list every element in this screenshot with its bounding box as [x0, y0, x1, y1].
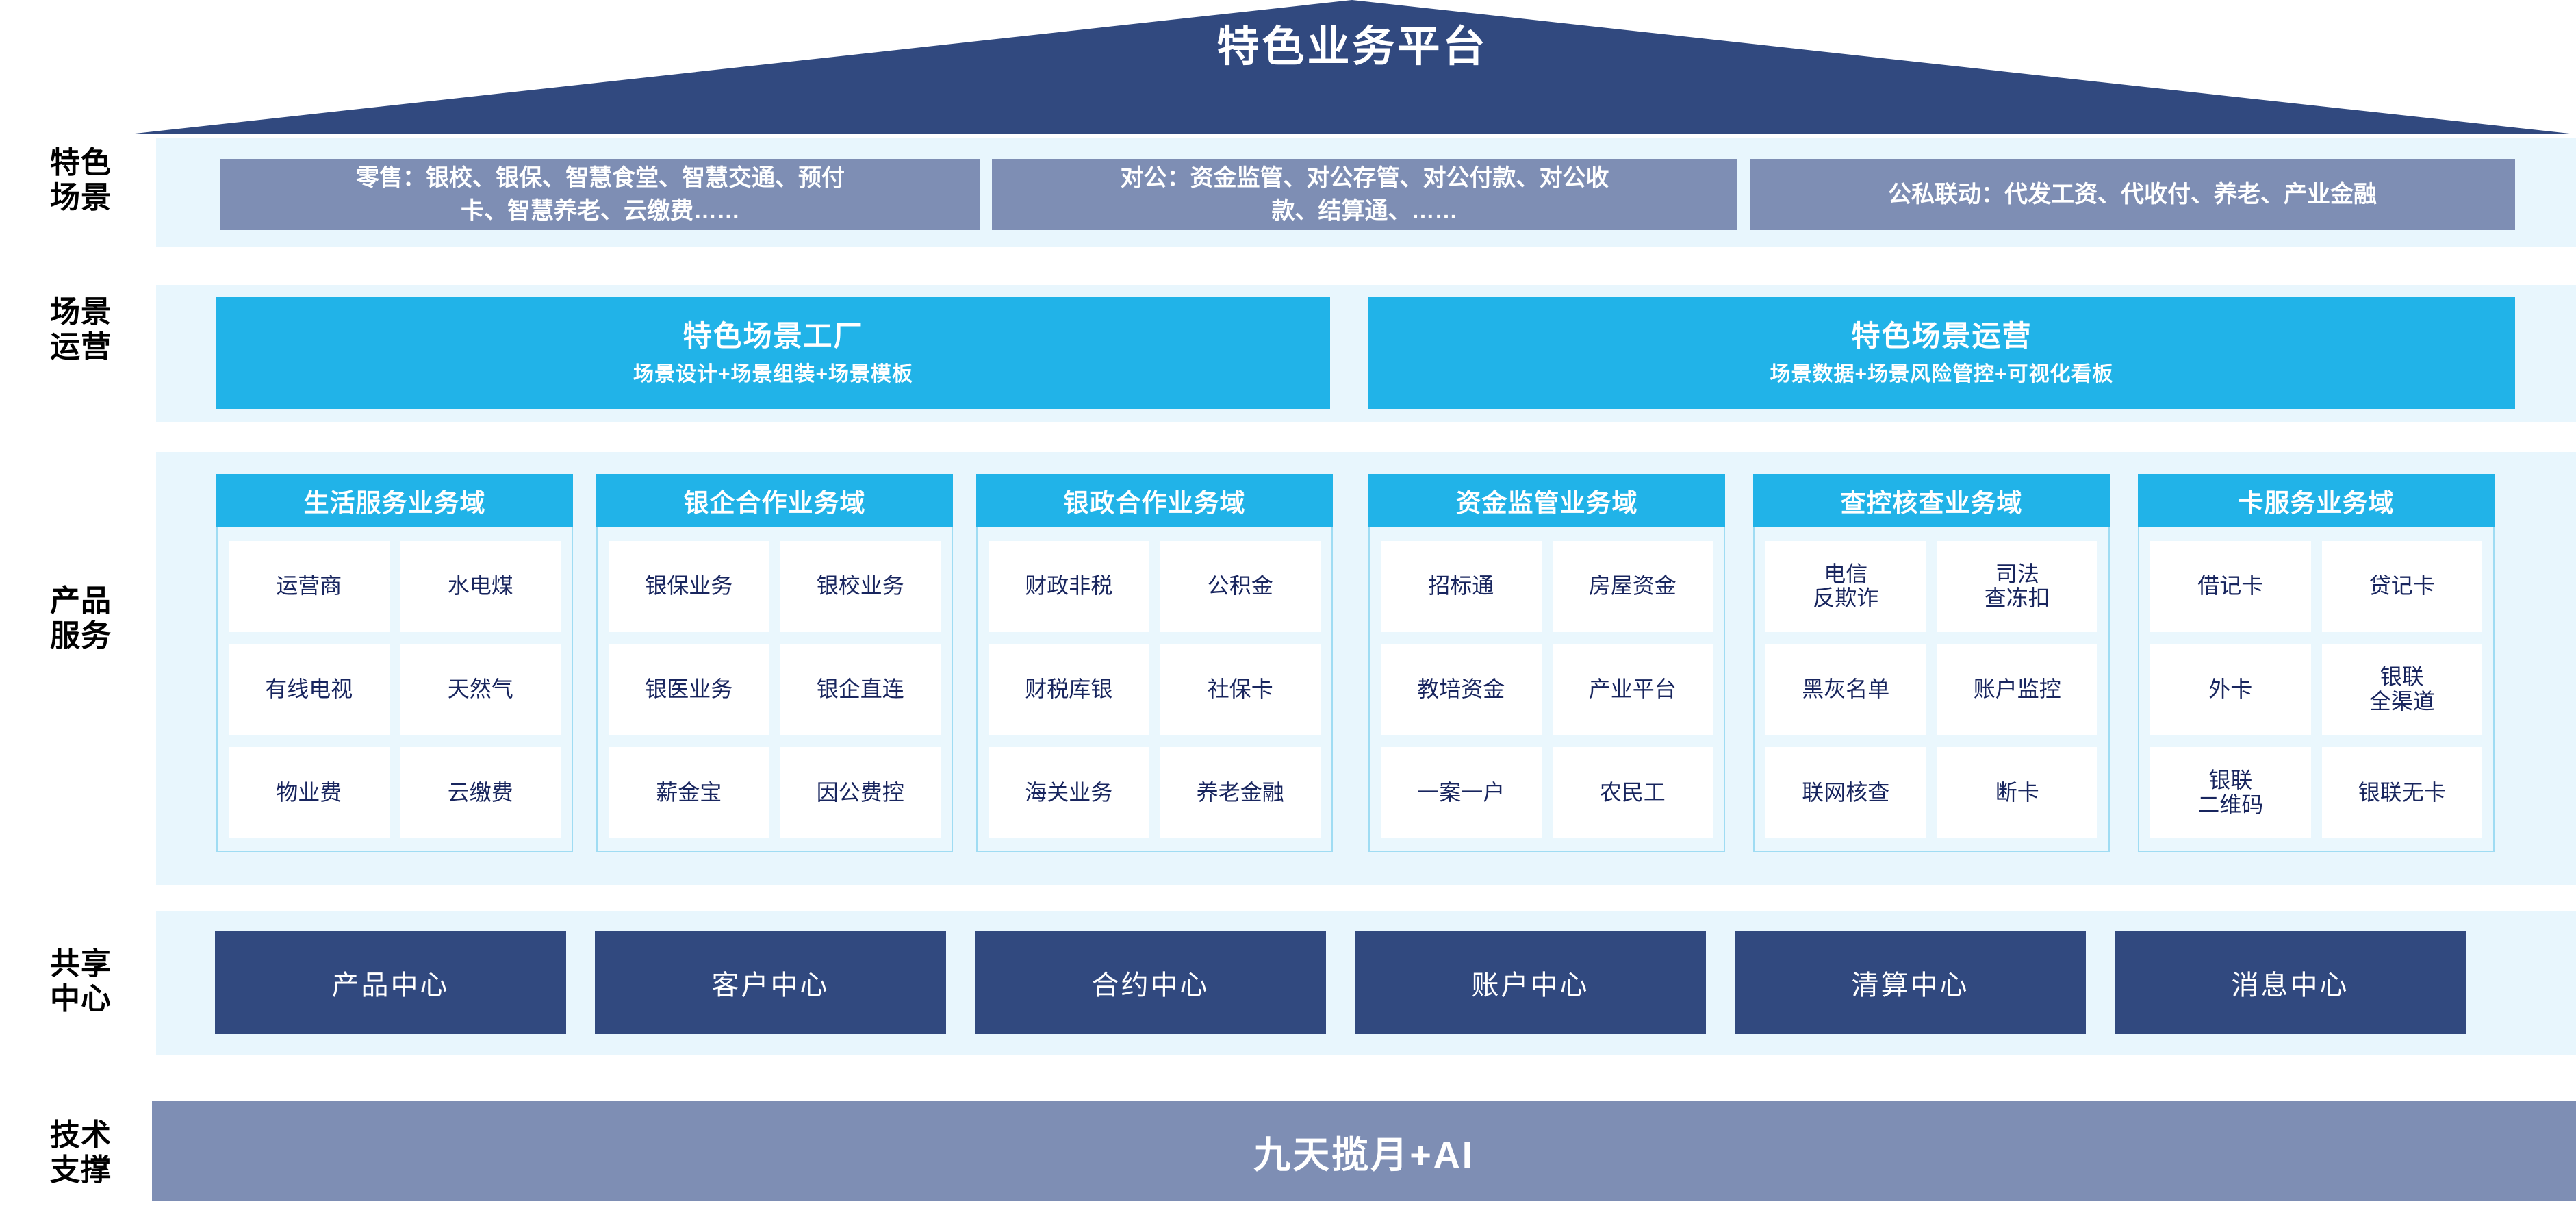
domain-card-bank-enterprise[interactable]: 银企合作业务域 银保业务 银校业务 银医业务 银企直连 薪金宝 因公费控	[596, 474, 953, 852]
domain-item[interactable]: 农民工	[1552, 747, 1713, 838]
scene-box-retail-text: 零售：银校、银保、智慧食堂、智慧交通、预付 卡、智慧养老、云缴费……	[356, 164, 845, 224]
domain-item[interactable]: 财税库银	[989, 644, 1149, 736]
shared-center-label: 产品中心	[331, 970, 450, 1001]
operation-box-scene-factory[interactable]: 特色场景工厂 场景设计+场景组装+场景模板	[216, 297, 1330, 409]
domain-item[interactable]: 薪金宝	[609, 747, 769, 838]
scene-box-linkage[interactable]: 公私联动：代发工资、代收付、养老、产业金融	[1750, 159, 2515, 230]
domain-items-bank-government: 财政非税 公积金 财税库银 社保卡 海关业务 养老金融	[978, 527, 1331, 851]
domain-item[interactable]: 联网核查	[1765, 747, 1926, 838]
domain-card-fund-supervision[interactable]: 资金监管业务域 招标通 房屋资金 教培资金 产业平台 一案一户 农民工	[1368, 474, 1725, 852]
tech-support-bar[interactable]: 九天揽月+AI	[152, 1101, 2576, 1201]
shared-center-label: 客户中心	[711, 970, 830, 1001]
domain-item[interactable]: 公积金	[1160, 541, 1321, 632]
tech-support-label: 九天揽月+AI	[1253, 1134, 1475, 1176]
domain-item[interactable]: 银校业务	[780, 541, 941, 632]
domain-item[interactable]: 天然气	[400, 644, 561, 736]
page-title: 特色业务平台	[1216, 23, 1488, 71]
domain-title-fund-supervision: 资金监管业务域	[1368, 474, 1725, 527]
domain-item[interactable]: 财政非税	[989, 541, 1149, 632]
row-label-scene: 特色场景	[50, 146, 112, 215]
domain-item[interactable]: 因公费控	[780, 747, 941, 838]
domain-card-card-service[interactable]: 卡服务业务域 借记卡 贷记卡 外卡 银联 全渠道 银联 二维码 银联无卡	[2138, 474, 2495, 852]
domain-items-fund-supervision: 招标通 房屋资金 教培资金 产业平台 一案一户 农民工	[1370, 527, 1724, 851]
operation-factory-subtitle: 场景设计+场景组装+场景模板	[633, 363, 914, 386]
scene-box-corporate[interactable]: 对公：资金监管、对公存管、对公付款、对公收 款、结算通、……	[992, 159, 1737, 230]
domain-item[interactable]: 物业费	[229, 747, 390, 838]
operation-operation-title: 特色场景运营	[1851, 319, 2032, 352]
shared-center-contract-center[interactable]: 合约中心	[975, 931, 1326, 1034]
shared-center-clearing-center[interactable]: 清算中心	[1735, 931, 2086, 1034]
domain-items-card-service: 借记卡 贷记卡 外卡 银联 全渠道 银联 二维码 银联无卡	[2139, 527, 2493, 851]
domain-item[interactable]: 银企直连	[780, 644, 941, 736]
domain-item[interactable]: 海关业务	[989, 747, 1149, 838]
shared-center-label: 账户中心	[1471, 970, 1590, 1001]
domain-item[interactable]: 银联 全渠道	[2321, 644, 2482, 736]
domain-item[interactable]: 运营商	[229, 541, 390, 632]
domain-item[interactable]: 断卡	[1937, 747, 2097, 838]
shared-center-message-center[interactable]: 消息中心	[2115, 931, 2466, 1034]
domain-item[interactable]: 外卡	[2150, 644, 2311, 736]
shared-center-label: 清算中心	[1851, 970, 1969, 1001]
shared-center-product-center[interactable]: 产品中心	[215, 931, 566, 1034]
row-label-operation: 场景运营	[50, 295, 112, 364]
domain-card-investigation[interactable]: 查控核查业务域 电信 反欺诈 司法 查冻扣 黑灰名单 账户监控 联网核查 断卡	[1753, 474, 2110, 852]
domain-title-bank-enterprise: 银企合作业务域	[596, 474, 953, 527]
shared-center-customer-center[interactable]: 客户中心	[595, 931, 946, 1034]
shared-center-label: 消息中心	[2231, 970, 2349, 1001]
domain-items-bank-enterprise: 银保业务 银校业务 银医业务 银企直连 薪金宝 因公费控	[598, 527, 952, 851]
domain-item[interactable]: 银保业务	[609, 541, 769, 632]
scene-box-corporate-text: 对公：资金监管、对公存管、对公付款、对公收 款、结算通、……	[1120, 164, 1609, 224]
domain-item[interactable]: 有线电视	[229, 644, 390, 736]
domain-item[interactable]: 水电煤	[400, 541, 561, 632]
domain-items-investigation: 电信 反欺诈 司法 查冻扣 黑灰名单 账户监控 联网核查 断卡	[1755, 527, 2108, 851]
row-label-tech: 技术支撑	[50, 1118, 112, 1187]
shared-center-label: 合约中心	[1091, 970, 1210, 1001]
domain-item[interactable]: 账户监控	[1937, 644, 2097, 736]
domain-item[interactable]: 社保卡	[1160, 644, 1321, 736]
domain-item[interactable]: 司法 查冻扣	[1937, 541, 2097, 632]
domain-item[interactable]: 银医业务	[609, 644, 769, 736]
domain-item[interactable]: 银联 二维码	[2150, 747, 2311, 838]
operation-operation-subtitle: 场景数据+场景风险管控+可视化看板	[1770, 363, 2114, 386]
scene-box-linkage-text: 公私联动：代发工资、代收付、养老、产业金融	[1888, 181, 2377, 208]
operation-box-scene-operation[interactable]: 特色场景运营 场景数据+场景风险管控+可视化看板	[1368, 297, 2515, 409]
row-label-product: 产品服务	[50, 584, 112, 653]
roof-triangle-shape	[129, 0, 2576, 134]
scene-box-retail[interactable]: 零售：银校、银保、智慧食堂、智慧交通、预付 卡、智慧养老、云缴费……	[220, 159, 980, 230]
domain-card-bank-government[interactable]: 银政合作业务域 财政非税 公积金 财税库银 社保卡 海关业务 养老金融	[976, 474, 1333, 852]
shared-center-account-center[interactable]: 账户中心	[1355, 931, 1706, 1034]
domain-item[interactable]: 电信 反欺诈	[1765, 541, 1926, 632]
domain-item[interactable]: 产业平台	[1552, 644, 1713, 736]
domain-title-bank-government: 银政合作业务域	[976, 474, 1333, 527]
domain-item[interactable]: 贷记卡	[2321, 541, 2482, 632]
domain-item[interactable]: 一案一户	[1381, 747, 1542, 838]
domain-title-card-service: 卡服务业务域	[2138, 474, 2495, 527]
domain-item[interactable]: 教培资金	[1381, 644, 1542, 736]
domain-item[interactable]: 房屋资金	[1552, 541, 1713, 632]
domain-item[interactable]: 借记卡	[2150, 541, 2311, 632]
domain-item[interactable]: 银联无卡	[2321, 747, 2482, 838]
domain-title-investigation: 查控核查业务域	[1753, 474, 2110, 527]
domain-title-life-service: 生活服务业务域	[216, 474, 573, 527]
domain-items-life-service: 运营商 水电煤 有线电视 天然气 物业费 云缴费	[218, 527, 572, 851]
domain-card-life-service[interactable]: 生活服务业务域 运营商 水电煤 有线电视 天然气 物业费 云缴费	[216, 474, 573, 852]
domain-item[interactable]: 养老金融	[1160, 747, 1321, 838]
domain-item[interactable]: 黑灰名单	[1765, 644, 1926, 736]
platform-roof: 特色业务平台	[129, 0, 2576, 134]
operation-factory-title: 特色场景工厂	[683, 319, 864, 352]
row-label-shared: 共享中心	[50, 947, 112, 1016]
domain-item[interactable]: 招标通	[1381, 541, 1542, 632]
domain-item[interactable]: 云缴费	[400, 747, 561, 838]
